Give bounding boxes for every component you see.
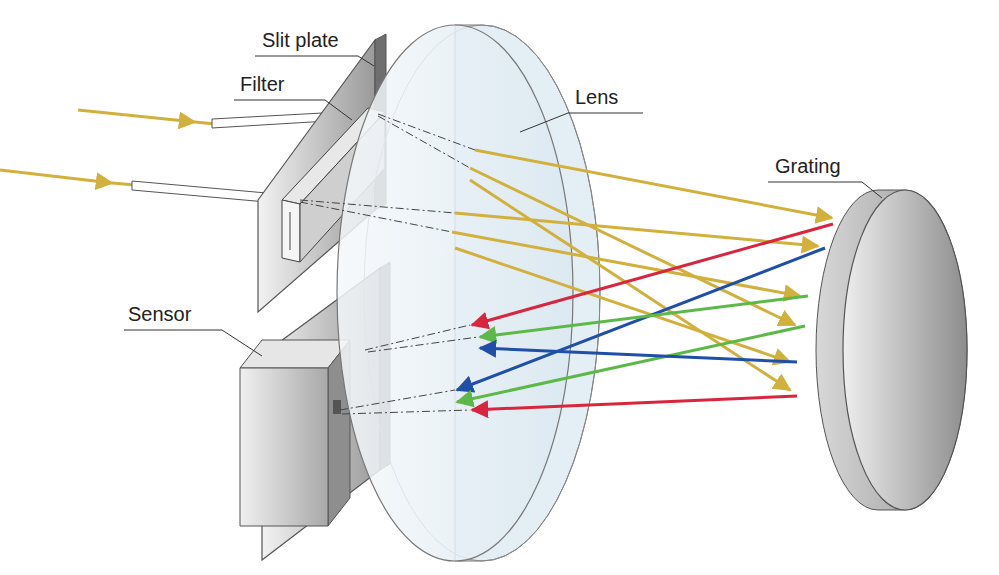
incoming-light	[0, 110, 215, 185]
slit-mark	[290, 212, 291, 250]
filter-front	[282, 200, 300, 262]
ray-through-lens	[300, 114, 478, 414]
part-label: Lens	[575, 86, 618, 108]
dispersed-ray	[457, 224, 833, 410]
sensor	[240, 340, 350, 526]
lens	[337, 25, 600, 561]
grating	[816, 190, 967, 510]
part-label: Slit plate	[262, 29, 339, 51]
white-light-ray	[452, 150, 832, 390]
part-label: Sensor	[128, 303, 191, 325]
part-label: Filter	[240, 73, 284, 95]
leader-line	[124, 56, 882, 356]
part-label: Grating	[775, 155, 841, 177]
